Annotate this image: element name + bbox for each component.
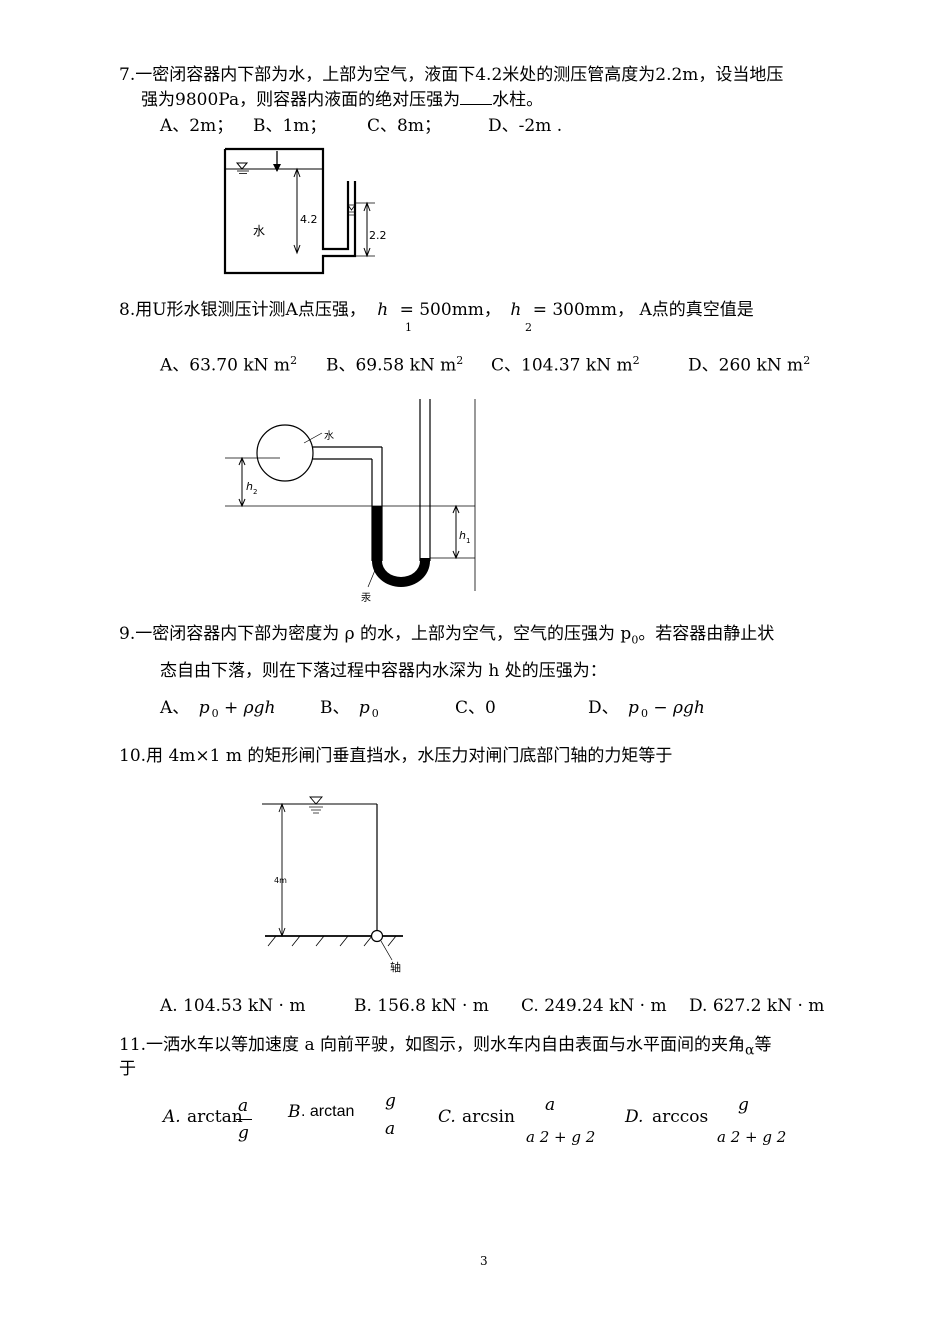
q7-fig-depth-label: 4.2 [300,213,318,226]
q8-option-b-sup: 2 [456,354,464,367]
q11-option-c-fn: arcsin [462,1107,515,1127]
q8-fig-h1-sub: 1 [466,537,470,545]
q8-option-a: A、63.70 kN m2 [160,354,298,376]
q8-h2-subscript: 2 [525,321,532,334]
q7-stem-line1: 7.一密闭容器内下部为水，上部为空气，液面下4.2米处的测压管高度为2.2m，设… [119,65,784,85]
q8-option-d: D、260 kN m2 [688,354,811,376]
q9-stem-line2: 态自由下落，则在下落过程中容器内水深为 h 处的压强为： [160,661,607,681]
q9-stem-line1-end: 。若容器由静止状 [638,624,775,644]
q10-option-b: B. 156.8 kN · m [354,996,489,1016]
q8-stem-a: 8.用U形水银测压计测A点压强， [119,300,366,320]
q8-h2-value: = 300mm， [532,300,635,320]
q10-option-d: D. 627.2 kN · m [689,996,825,1016]
q9-option-a-p: p [198,698,210,718]
q8-fig-h2-sub: 2 [253,488,257,496]
q11-option-a-fn: arctan [187,1107,243,1127]
q7-option-d: D、-2m . [488,116,563,136]
q8-fig-mercury-label: 汞 [361,592,371,604]
q7-answer-blank [460,90,493,105]
q8-manometer-figure: h 2 h 1 水 汞 [225,399,476,604]
q11-option-d-num: g [738,1095,749,1115]
q7-option-c: C、8m； [367,116,441,136]
q10-stem: 10.用 4m×1 m 的矩形闸门垂直挡水，水压力对闸门底部门轴的力矩等于 [119,746,673,766]
q9-option-b-sub: 0 [371,707,379,721]
q9-stem-line1: 9.一密闭容器内下部为密度为 ρ 的水，上部为空气，空气的压强为 p0。若容器由… [119,624,775,647]
q8-fig-water-label: 水 [324,430,334,442]
q8-stem: 8.用U形水银测压计测A点压强， h = 500mm， h = 300mm， A… [119,299,754,321]
q10-fig-depth-label: 4m [274,876,287,885]
q8-option-a-sup: 2 [290,354,298,367]
q9-option-c: C、0 [455,698,496,718]
q7-tank-figure: 4.2 水 2.2 [223,147,387,275]
q11-option-b-den: a [385,1119,396,1139]
q7-stem-line2: 强为9800Pa，则容器内液面的绝对压强为 水柱。 [141,89,543,111]
q11-option-b-fn: . arctan [301,1103,355,1120]
q11-option-a-den: g [238,1123,249,1143]
q7-fig-height-label: 2.2 [369,229,387,242]
q8-h2-symbol: h [510,300,522,320]
q11-option-d-label: D. [625,1107,644,1127]
q11-option-a-fraction-bar [236,1119,252,1120]
q9-option-d-sub: 0 [640,707,648,721]
q8-fig-h1-label: h [459,529,466,542]
q11-option-a-num: a [238,1096,249,1116]
q10-fig-axis-label: 轴 [390,960,401,974]
q9-option-a-sub: 0 [211,707,219,721]
q10-option-a: A. 104.53 kN · m [160,996,306,1016]
q10-gate-figure: 4m 轴 [262,796,403,974]
q11-option-c-den: a 2 + g 2 [526,1128,596,1146]
q11-option-d-den: a 2 + g 2 [717,1128,787,1146]
q8-fig-h2-label: h [246,480,253,493]
q7-fig-water-label: 水 [253,224,265,238]
q9-option-a-rest: + ρgh [223,698,276,718]
q8-stem-b: A点的真空值是 [639,300,754,320]
q7-option-b: B、1m； [253,116,327,136]
q8-h1-symbol: h [377,300,389,320]
q11-stem-line1: 11.一洒水车以等加速度 a 向前平驶，如图示，则水车内自由表面与水平面间的夹角… [119,1035,772,1059]
q9-option-b-p: p [358,698,370,718]
q10-option-c: C. 249.24 kN · m [521,996,667,1016]
q11-option-b-num: g [385,1091,396,1111]
q7-stem-line2b: 水柱。 [492,90,544,110]
q8-option-c: C、104.37 kN m2 [491,354,640,376]
q9-option-d-p: p [628,698,639,718]
q8-option-d-sup: 2 [803,354,811,367]
q7-stem-line2a: 强为9800Pa，则容器内液面的绝对压强为 [141,90,461,110]
page-number: 3 [480,1254,488,1268]
q11-option-b-label: B [288,1102,301,1122]
q11-alpha: α [744,1042,755,1059]
q11-option-c-num: a [545,1095,556,1115]
q9-option-d-rest: − ρgh [653,698,705,718]
q8-h1-subscript: 1 [405,321,412,334]
q8-option-c-sup: 2 [632,354,640,367]
q11-option-a-label: A. [163,1107,181,1127]
q8-h1-value: = 500mm， [399,300,501,320]
q11-option-c-label: C. [438,1107,456,1127]
q11-stem-line2: 于 [119,1059,136,1079]
q7-option-a: A、2m； [160,116,234,136]
q11-option-d-fn: arccos [652,1107,709,1127]
q9-p0-sub: 0 [631,633,639,647]
q11-stem-line1-end: 等 [754,1035,772,1055]
q8-option-b: B、69.58 kN m2 [326,354,464,376]
